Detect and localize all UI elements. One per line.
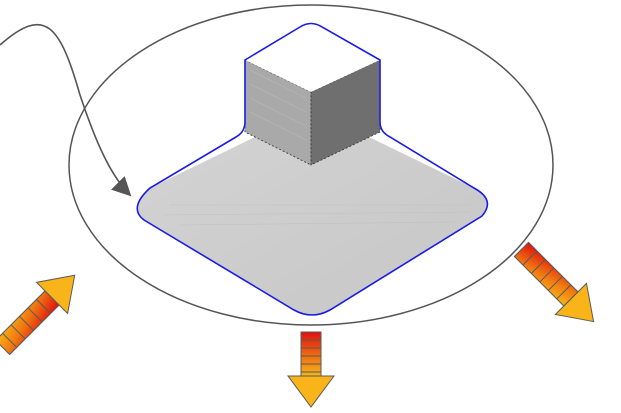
direction-arrow-right [506,234,609,337]
direction-arrow-left [0,260,90,363]
direction-arrow-down [288,332,334,407]
cursor-arrow [0,25,130,195]
